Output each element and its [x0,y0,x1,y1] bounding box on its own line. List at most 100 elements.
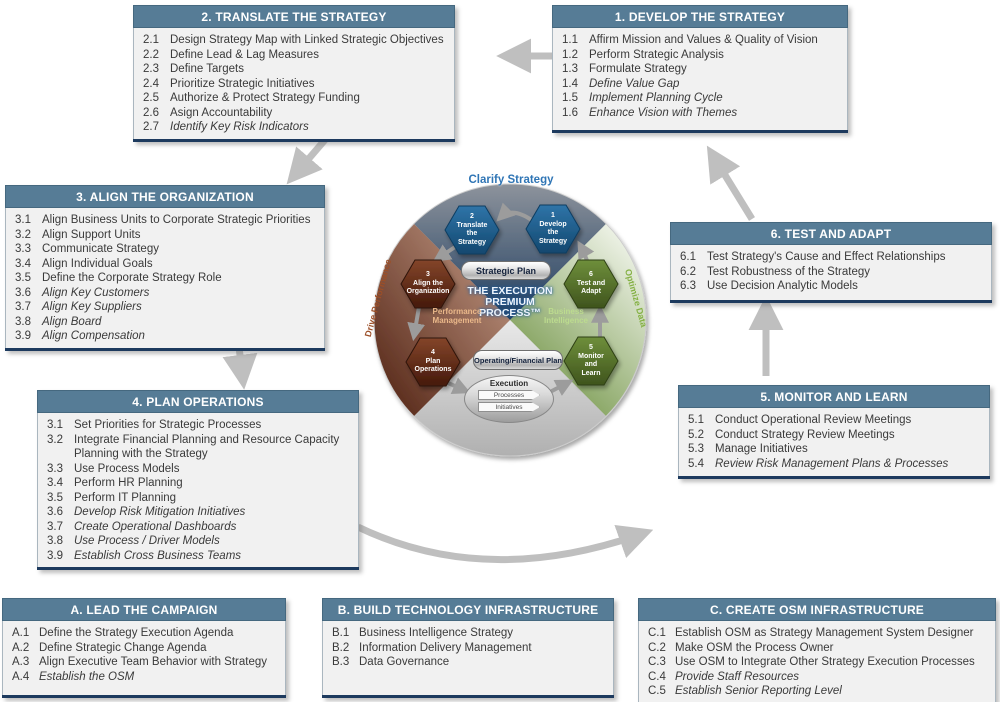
list-item: 5.1 Conduct Operational Review Meetings [679,413,985,428]
item-text: Perform IT Planning [74,491,177,504]
list-item: A.1 Define the Strategy Execution Agenda [3,626,281,641]
list-item: 2.5 Authorize & Protect Strategy Funding [134,91,450,106]
item-number: 3.4 [47,477,63,489]
item-number: 3.5 [47,491,63,504]
arrow-6-to-1 [706,145,755,221]
item-number: 2.3 [143,63,159,75]
item-number: 6.2 [680,265,696,278]
item-number: 2.6 [143,106,159,119]
item-text: Business Intelligence Strategy [359,627,514,639]
list-item: 2.7 Identify Key Risk Indicators [134,120,450,135]
item-text: Align Executive Team Behavior with Strat… [39,656,267,668]
hexagon-3-align-the-organization [400,259,456,309]
list-item: 3.5 Perform IT Planning [38,491,354,506]
item-number: A.1 [12,627,30,639]
item-number: 3.2 [15,228,31,241]
item-text: Use Process / Driver Models [74,535,220,547]
list-item: 3.4 Align Individual Goals [6,257,320,272]
item-number: 5.1 [688,414,704,426]
step-box-a-lead-campaign: A. LEAD THE CAMPAIGN A.1 Define the Stra… [2,598,286,698]
box-item-list: 3.1 Align Business Units to Corporate St… [5,208,325,348]
list-item: A.4 Establish the OSM [3,670,281,685]
inner-arrow-4-to-execution [445,377,471,394]
item-text: Align Key Customers [42,286,150,299]
item-text: Communicate Strategy [42,243,159,255]
list-item: 1.1 Affirm Mission and Values & Quality … [553,33,843,48]
list-item: 3.7 Align Key Suppliers [6,300,320,315]
item-text: Affirm Mission and Values & Quality of V… [589,34,818,46]
box-header: C. CREATE OSM INFRASTRUCTURE [638,598,996,621]
list-item: 1.5 Implement Planning Cycle [553,91,843,106]
item-text: Conduct Operational Review Meetings [715,414,912,426]
step-box-4-plan-operations: 4. PLAN OPERATIONS 3.1 Set Priorities fo… [37,390,359,570]
item-number: B.2 [332,641,350,654]
item-number: 3.6 [15,286,31,299]
list-item: C.1 Establish OSM as Strategy Management… [639,626,991,641]
item-number: 3.3 [47,462,63,475]
item-text: Asign Accountability [170,106,273,119]
inner-arrow-3-to-4 [407,306,426,342]
hexagon-1-develop-the-strategy [525,204,581,254]
step-box-2-translate: 2. TRANSLATE THE STRATEGY 2.1 Design Str… [133,5,455,142]
list-item: 3.2 Integrate Financial Planning and Res… [38,433,354,462]
item-number: A.2 [12,641,30,654]
list-item: 3.7 Create Operational Dashboards [38,520,354,535]
item-text: Define Targets [170,63,244,75]
hexagon-6-test-and-adapt [563,259,619,309]
item-number: 5.4 [688,457,704,470]
item-number: 5.2 [688,428,704,441]
item-text: Authorize & Protect Strategy Funding [170,92,360,104]
list-item: B.3 Data Governance [323,655,609,670]
list-item: 3.9 Align Compensation [6,329,320,344]
item-number: 2.1 [143,34,159,46]
box-header: A. LEAD THE CAMPAIGN [2,598,286,621]
hexagon-5-monitor-and-learn [563,336,619,386]
item-number: 3.3 [15,243,31,255]
list-item: 3.3 Use Process Models [38,462,354,477]
list-item: C.5 Establish Senior Reporting Level [639,684,991,699]
list-item: C.3 Use OSM to Integrate Other Strategy … [639,655,991,670]
item-number: 1.3 [562,63,578,75]
item-text: Test Robustness of the Strategy [707,265,871,278]
item-text: Test Strategy's Cause and Effect Relatio… [707,251,946,263]
item-text: Design Strategy Map with Linked Strategi… [170,34,444,46]
box-item-list: C.1 Establish OSM as Strategy Management… [638,621,996,702]
item-text: Define Value Gap [589,77,680,90]
item-number: 1.1 [562,34,578,46]
item-number: 1.4 [562,77,578,90]
item-text: Establish OSM as Strategy Management Sys… [675,627,974,639]
hexagon-2-translate-the-strategy [444,205,500,255]
item-text: Formulate Strategy [589,63,687,75]
list-item: 6.1 Test Strategy's Cause and Effect Rel… [671,250,987,265]
list-item: 2.2 Define Lead & Lag Measures [134,48,450,63]
item-number: 6.3 [680,280,696,292]
item-number: 3.6 [47,506,63,518]
item-number: 3.7 [15,301,31,313]
item-number: C.5 [648,685,666,697]
box-header: 4. PLAN OPERATIONS [37,390,359,413]
arrow-4-to-5 [356,523,654,563]
list-item: 2.6 Asign Accountability [134,106,450,121]
list-item: 2.1 Design Strategy Map with Linked Stra… [134,33,450,48]
circle-rim [373,183,647,457]
item-number: 2.5 [143,92,159,104]
item-text: Align Board [42,315,102,328]
item-text: Align Support Units [42,228,141,241]
item-text: Align Business Units to Corporate Strate… [42,214,311,226]
item-number: 1.2 [562,48,578,61]
item-text: Establish Senior Reporting Level [675,685,842,697]
box-header: 5. MONITOR AND LEARN [678,385,990,408]
list-item: 1.2 Perform Strategic Analysis [553,48,843,63]
box-item-list: B.1 Business Intelligence Strategy B.2 I… [322,621,614,695]
list-item: 2.4 Prioritize Strategic Initiatives [134,77,450,92]
item-text: Prioritize Strategic Initiatives [170,77,315,90]
list-item: C.2 Make OSM the Process Owner [639,641,991,656]
item-number: 3.5 [15,272,31,284]
item-number: 1.6 [562,106,578,119]
inner-arrow-1-to-2 [496,202,535,223]
item-text: Set Priorities for Strategic Processes [74,419,262,431]
item-text: Develop Risk Mitigation Initiatives [74,506,246,518]
box-item-list: 3.1 Set Priorities for Strategic Process… [37,413,359,567]
box-header: 6. TEST AND ADAPT [670,222,992,245]
